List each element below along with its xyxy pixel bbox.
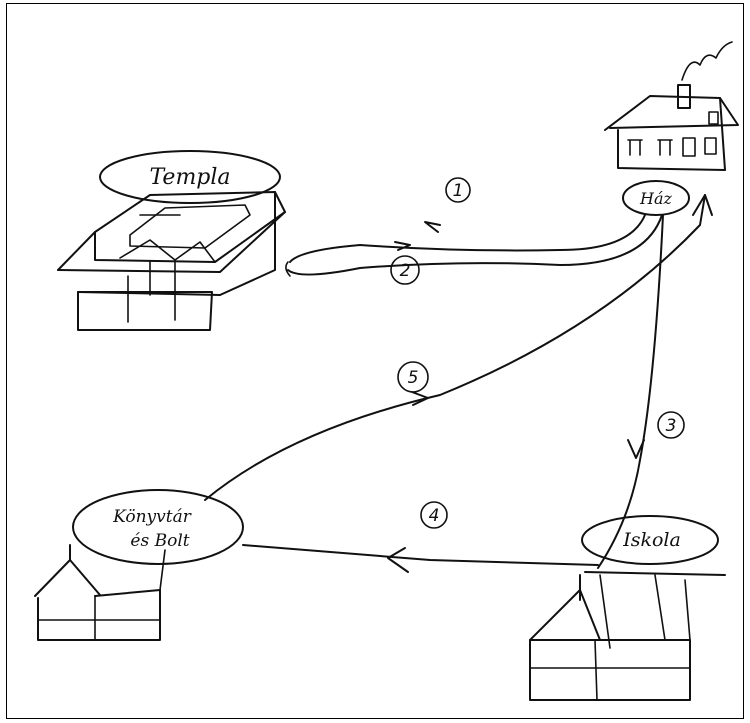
step-4-label: 4 bbox=[429, 506, 440, 526]
step-4-marker: 4 bbox=[421, 502, 447, 528]
route-4-line bbox=[243, 545, 598, 572]
step-2-label: 2 bbox=[400, 261, 411, 281]
library-label-line-1: Könyvtár bbox=[112, 507, 192, 527]
route-5-line bbox=[205, 195, 712, 500]
arrow-4-head bbox=[388, 548, 408, 572]
route-1-2-band bbox=[286, 215, 662, 276]
home-label: Ház bbox=[639, 189, 672, 208]
step-1-label: 1 bbox=[453, 181, 464, 201]
step-2-marker: 2 bbox=[391, 256, 419, 284]
library-label-line-2: és Bolt bbox=[130, 531, 189, 551]
step-5-marker: 5 bbox=[398, 362, 428, 392]
school-label: Iskola bbox=[622, 529, 681, 551]
arrow-1-head bbox=[425, 222, 440, 232]
step-1-marker: 1 bbox=[446, 178, 470, 202]
temple-label: Templa bbox=[149, 165, 230, 190]
step-3-marker: 3 bbox=[658, 412, 684, 438]
library-label-ellipse bbox=[73, 490, 243, 564]
arrow-5-head bbox=[412, 392, 428, 405]
step-3-label: 3 bbox=[666, 416, 677, 436]
step-5-label: 5 bbox=[408, 368, 419, 388]
